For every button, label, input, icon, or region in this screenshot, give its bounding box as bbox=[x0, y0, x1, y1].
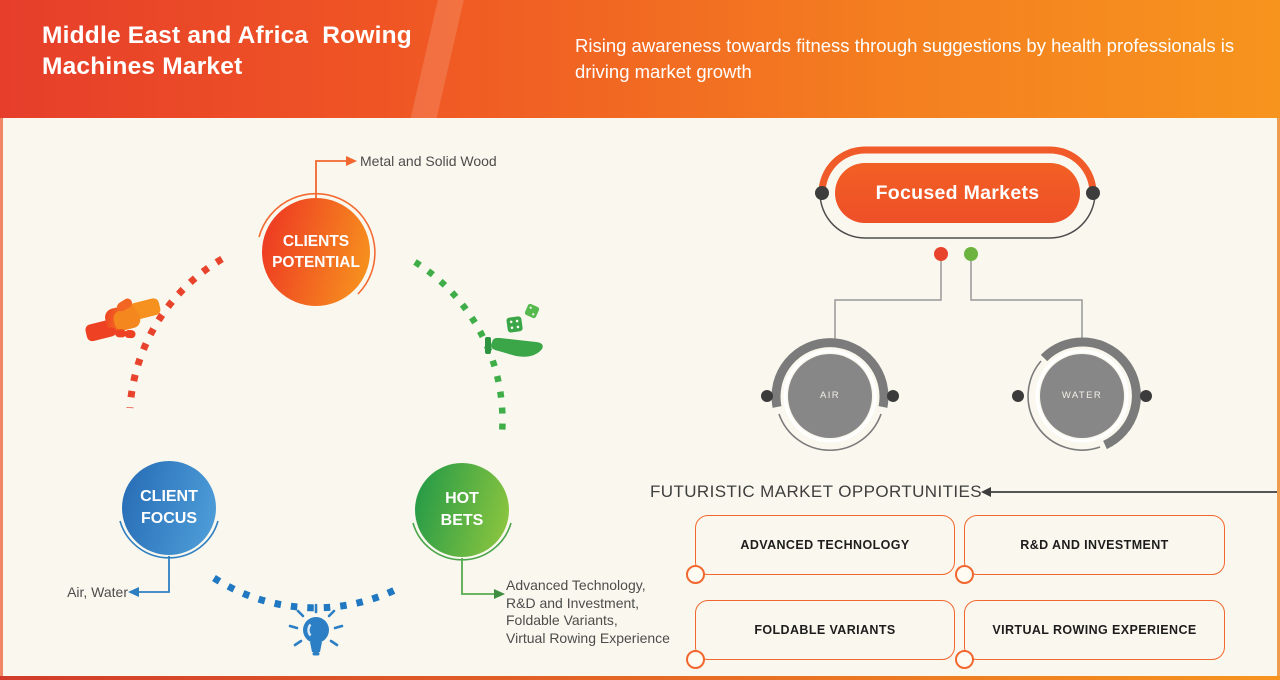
handshake-icon bbox=[85, 298, 161, 342]
cycle-node-label: CLIENT FOCUS bbox=[140, 488, 198, 527]
header-banner: Middle East and Africa Rowing Machines M… bbox=[0, 0, 1280, 118]
annotation-clients-potential: Metal and Solid Wood bbox=[360, 153, 497, 169]
opportunity-box-foldable-variants: FOLDABLE VARIANTS bbox=[686, 600, 955, 669]
opportunity-label: FOLDABLE VARIANTS bbox=[754, 623, 896, 637]
focused-markets-pill: Focused Markets bbox=[835, 163, 1080, 223]
page-title: Middle East and Africa Rowing Machines M… bbox=[42, 22, 412, 80]
left-border bbox=[0, 118, 3, 680]
opportunity-box-virtual-rowing-experience: VIRTUAL ROWING EXPERIENCE bbox=[955, 600, 1225, 669]
box-corner-dot bbox=[955, 565, 974, 584]
opportunity-label: ADVANCED TECHNOLOGY bbox=[740, 538, 910, 552]
bottom-border bbox=[0, 676, 1280, 680]
focused-markets-branches bbox=[834, 247, 1083, 340]
water-label: WATER bbox=[1061, 390, 1103, 401]
opportunities-grid: ADVANCED TECHNOLOGY R&D AND INVESTMENT F… bbox=[686, 515, 1225, 669]
cycle-node-label: HOT BETS bbox=[440, 490, 484, 529]
opportunity-box-rd-and-investment: R&D AND INVESTMENT bbox=[955, 515, 1225, 584]
cycle-node-clients-potential: CLIENTS POTENTIAL bbox=[262, 198, 370, 306]
connector-hot-bets bbox=[461, 558, 505, 599]
cycle-node-label: CLIENTS POTENTIAL bbox=[272, 233, 360, 271]
hand-dice-icon bbox=[485, 303, 543, 357]
opportunity-label: R&D AND INVESTMENT bbox=[1020, 538, 1169, 552]
focused-markets-label: Focused Markets bbox=[875, 181, 1040, 204]
box-corner-dot bbox=[955, 650, 974, 669]
opportunity-box-advanced-technology: ADVANCED TECHNOLOGY bbox=[686, 515, 955, 584]
box-corner-dot bbox=[686, 565, 705, 584]
air-label: AIR bbox=[819, 390, 841, 401]
opportunity-label: VIRTUAL ROWING EXPERIENCE bbox=[992, 623, 1197, 637]
dotted-arc-red bbox=[126, 255, 224, 409]
lightbulb-icon bbox=[288, 603, 344, 656]
box-corner-dot bbox=[686, 650, 705, 669]
dotted-arc-blue bbox=[212, 575, 397, 612]
opportunities-arrow bbox=[981, 487, 1277, 497]
annotation-hot-bets: Advanced Technology, R&D and Investment,… bbox=[506, 577, 670, 646]
header-diagonal-stripe bbox=[407, 0, 467, 118]
cycle-node-hot-bets: HOT BETS bbox=[415, 463, 509, 557]
header-subtitle: Rising awareness towards fitness through… bbox=[575, 35, 1235, 82]
right-border bbox=[1277, 118, 1280, 680]
cycle-node-client-focus: CLIENT FOCUS bbox=[122, 461, 216, 555]
dotted-arc-green bbox=[413, 259, 506, 435]
annotation-client-focus: Air, Water bbox=[67, 584, 128, 600]
connector-clients-potential bbox=[315, 156, 357, 198]
opportunities-heading: FUTURISTIC MARKET OPPORTUNITIES bbox=[650, 482, 982, 501]
connector-client-focus bbox=[128, 556, 170, 597]
